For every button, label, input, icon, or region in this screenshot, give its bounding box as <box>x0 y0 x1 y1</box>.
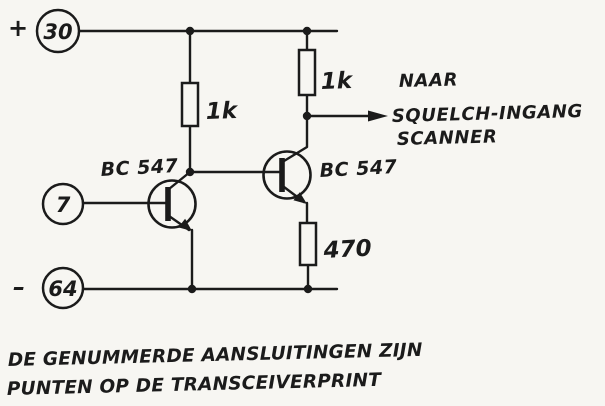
junction-dots <box>185 26 313 294</box>
transistor-q1-symbol <box>147 179 197 231</box>
junction-dot <box>302 26 312 36</box>
transistor-q1-label: BC 547 <box>100 155 179 181</box>
resistor-r3-body <box>298 221 318 267</box>
minus-sign: – <box>13 273 25 301</box>
output-arrow-icon <box>368 110 388 122</box>
transistor-q2-emitter-arrow-icon <box>293 192 307 204</box>
output-note-line2: SQUELCH-INGANG <box>392 101 584 127</box>
junction-dot <box>185 167 195 177</box>
resistor-r1-body <box>180 81 200 128</box>
terminal-30-circle <box>35 8 81 54</box>
wire-q2-collector <box>282 114 309 163</box>
transistor-q1-emitter-arrow-icon <box>178 218 192 231</box>
terminal-30-label: 30 <box>43 20 72 44</box>
resistor-r3-label: 470 <box>322 236 372 265</box>
junction-dot <box>303 284 313 294</box>
junction-dot <box>187 284 197 294</box>
junction-dot <box>185 26 195 36</box>
resistor-r2-body <box>297 48 317 97</box>
terminal-7-label: 7 <box>56 193 71 217</box>
transistor-q2-label: BC 547 <box>319 156 398 182</box>
terminal-64-label: 64 <box>48 277 77 301</box>
junction-dot <box>302 111 312 121</box>
transistor-q1-circle <box>147 179 197 229</box>
output-annotation: NAAR SQUELCH-INGANG SCANNER <box>392 69 584 150</box>
terminal-64-circle <box>41 266 85 310</box>
transistor-q2-circle <box>262 150 312 200</box>
plus-sign: + <box>8 14 28 42</box>
output-note-line1: NAAR <box>399 69 459 92</box>
resistor-r1-label: 1k <box>205 98 239 125</box>
terminal-7-circle <box>41 182 85 226</box>
transistor-q2-symbol <box>262 150 312 204</box>
resistor-r2-label: 1k <box>320 68 354 95</box>
output-note-line3: SCANNER <box>397 126 498 150</box>
